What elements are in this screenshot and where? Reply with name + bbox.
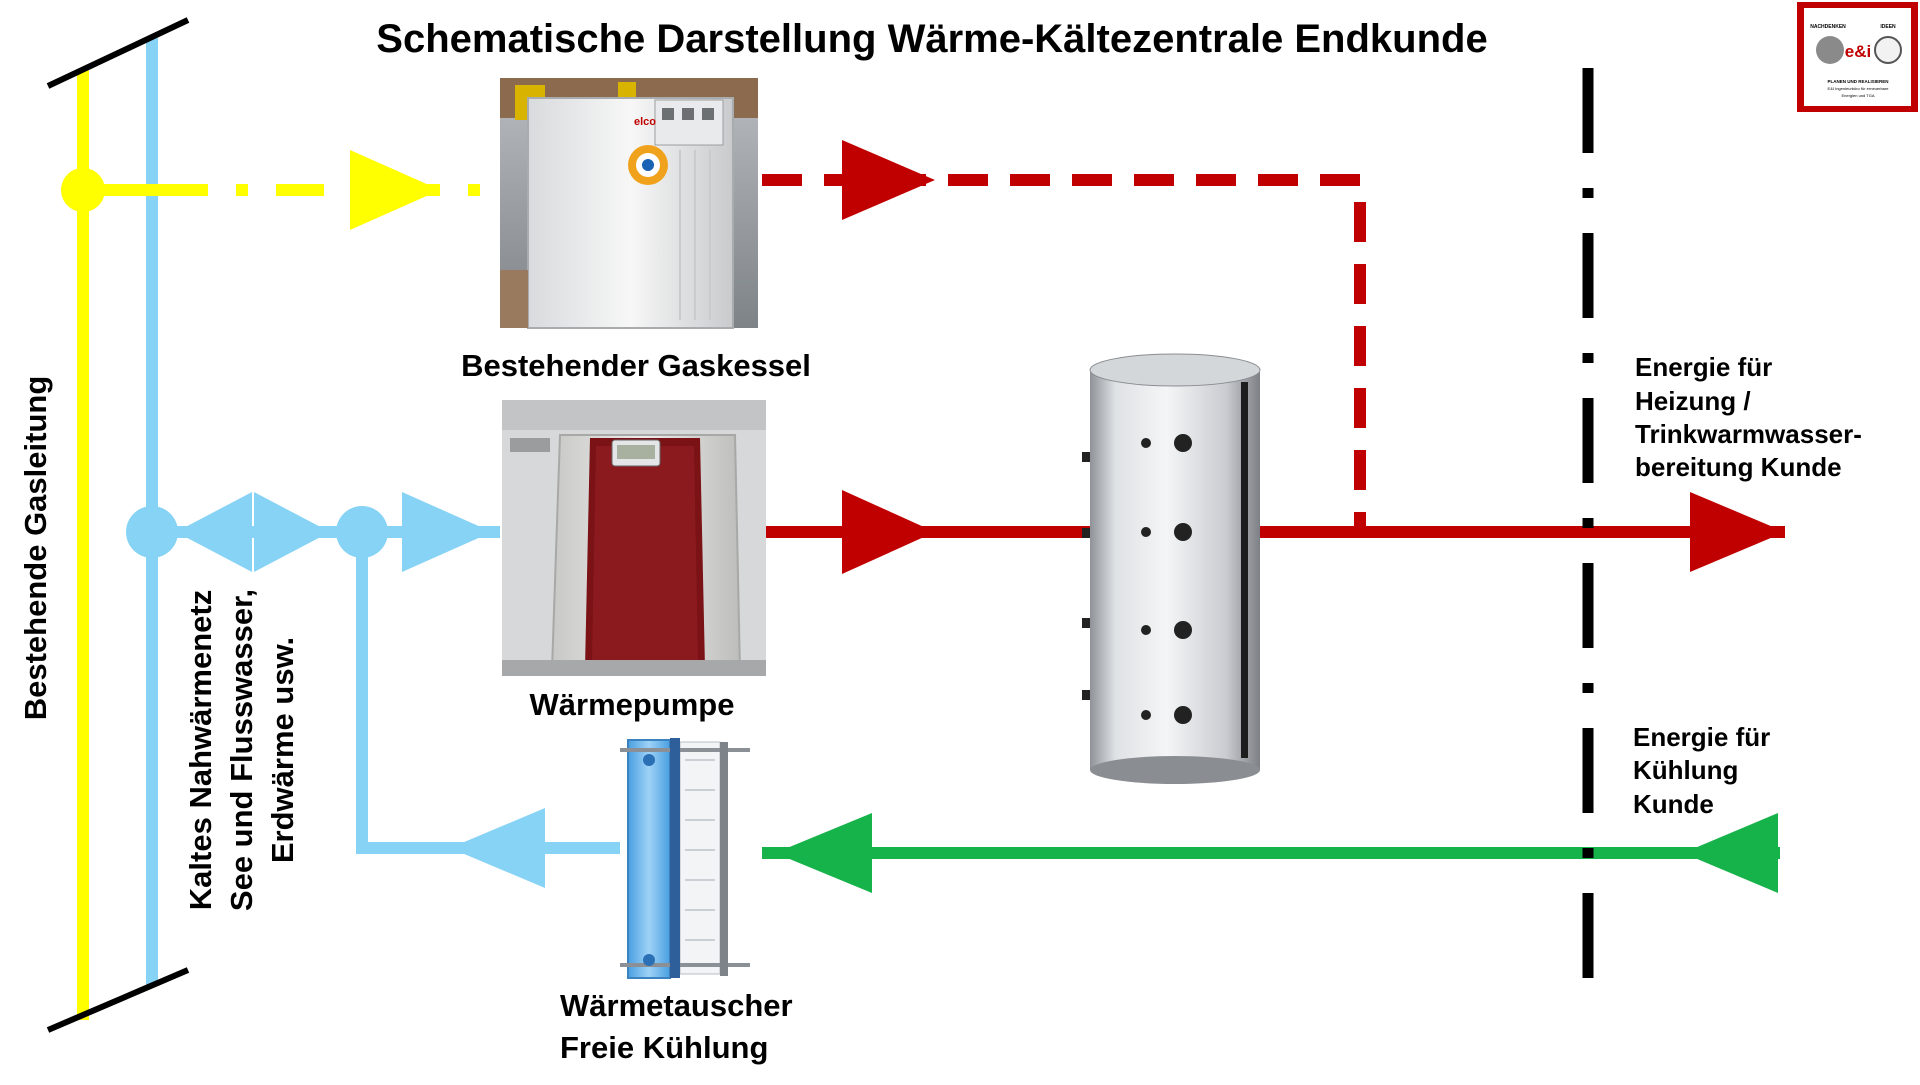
logo-text-bottom-line2: E&I Ingenieurbüro für erneuerbare	[1828, 86, 1890, 91]
heat-exchanger-label-line2: Freie Kühlung	[560, 1030, 768, 1065]
pipe-break-bottom	[46, 967, 190, 1033]
storage-tank	[1082, 353, 1261, 784]
gas-boiler-label: Bestehender Gaskessel	[461, 348, 811, 383]
cooling-energy-label-line2: Kühlung	[1633, 755, 1738, 785]
tank-port-icon	[1141, 625, 1151, 635]
heating-output-arrow	[1690, 492, 1785, 572]
heat-pump-image	[502, 400, 766, 676]
cold-network-label-line3: Erdwärme usw.	[265, 637, 300, 863]
gas-boiler-image: elco	[500, 78, 758, 329]
heating-energy-label-line4: bereitung Kunde	[1635, 452, 1842, 482]
gas-flow-arrow	[350, 150, 440, 230]
cold-network-label-line2: See und Flusswasser,	[224, 589, 259, 911]
plate-heat-exchanger	[620, 738, 750, 979]
heat-pump-flow-arrow	[842, 490, 935, 574]
logo-text-top-right: IDEEN	[1880, 24, 1896, 30]
tank-port-icon	[1174, 706, 1192, 724]
logo-text-bottom-line1: PLANEN UND REALISIEREN	[1827, 79, 1888, 84]
cooling-energy-label-line1: Energie für	[1633, 722, 1770, 752]
heating-energy-label-line2: Heizung /	[1635, 386, 1751, 416]
bidirectional-arrow-right	[254, 492, 330, 572]
heat-pump-label: Wärmepumpe	[530, 687, 735, 722]
cooling-input-arrow	[1683, 813, 1778, 893]
boiler-flow-arrow	[842, 140, 935, 220]
tank-port-icon	[1141, 527, 1151, 537]
diagram-title: Schematische Darstellung Wärme-Kältezent…	[376, 17, 1487, 61]
heat-exchanger-label-line1: Wärmetauscher	[560, 988, 793, 1023]
brain-icon	[1816, 36, 1844, 64]
free-cooling-return-arrow	[450, 808, 545, 888]
tank-port-icon	[1174, 523, 1192, 541]
heating-energy-label-line1: Energie für	[1635, 352, 1772, 382]
heating-energy-label-line3: Trinkwarmwasser-	[1635, 419, 1862, 449]
tank-port-icon	[1141, 710, 1151, 720]
tank-port-icon	[1174, 621, 1192, 639]
cold-network-label-line1: Kaltes Nahwärmenetz	[183, 590, 218, 910]
tank-port-icon	[1174, 434, 1192, 452]
heat-pump-source-arrow	[402, 492, 492, 572]
boiler-brand-text: elco	[634, 116, 656, 128]
boiler-supply-dashed	[762, 174, 1366, 530]
logo-text-top-left: NACHDENKEN	[1810, 24, 1846, 30]
cooling-energy-label-line3: Kunde	[1633, 789, 1714, 819]
lightbulb-icon	[1874, 36, 1902, 64]
cooling-flow-arrow-left	[775, 813, 872, 893]
company-logo: NACHDENKEN IDEEN e&i PLANEN UND REALISIE…	[1797, 2, 1918, 112]
tank-port-icon	[1141, 438, 1151, 448]
logo-text-bottom-line3: Energien und TGA	[1841, 93, 1874, 98]
logo-text-center: e&i	[1845, 42, 1871, 61]
gas-pipe-label: Bestehende Gasleitung	[18, 376, 53, 721]
bidirectional-arrow-left	[176, 492, 252, 572]
pipe-break-top	[46, 17, 190, 89]
